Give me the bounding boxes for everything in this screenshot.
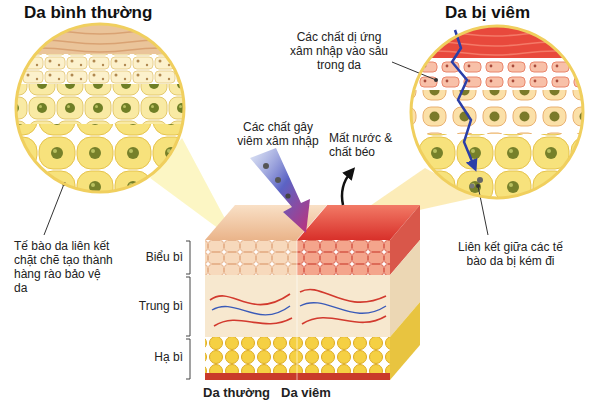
- irritant-arrow: [250, 148, 310, 233]
- cell-layer: [405, 90, 595, 134]
- caption-label: Da viêm: [281, 386, 331, 400]
- circle-outline: [411, 26, 583, 198]
- layer-bracket: [186, 241, 190, 379]
- callout-label: Các chất dị ứng xâm nhập vào sâu trong d…: [287, 30, 391, 72]
- zoom-circle: Da bình thường: [10, 0, 192, 196]
- circle-outline: [10, 0, 192, 196]
- layer-label: Hạ bì: [154, 350, 183, 364]
- leader-line: [478, 186, 488, 235]
- leader-line: [44, 184, 64, 235]
- layer-label: Trung bì: [139, 299, 183, 313]
- leader-dot: [434, 78, 438, 82]
- irritant-particle: [285, 193, 290, 198]
- allergen-particle: [470, 184, 475, 189]
- allergen-particle: [477, 177, 483, 183]
- callout-label: Tế bào da liên kết chặt chẽ tạo thành hà…: [14, 239, 114, 295]
- allergen-path: [452, 30, 474, 166]
- caption-label: Da thường: [203, 386, 270, 400]
- blood-vessel: [210, 289, 386, 326]
- leader-dot: [476, 184, 480, 188]
- irritant-particle: [263, 163, 269, 169]
- circle-outline: [404, 0, 594, 202]
- block-side: [390, 302, 420, 380]
- irritant-particle: [275, 177, 281, 183]
- callout-label: Liên kết giữa các tế bào da bị kém đi: [448, 240, 573, 268]
- callout-label: Các chất gây viêm xâm nhập: [234, 120, 322, 148]
- epidermis-inflamed: [297, 240, 390, 275]
- split-line: [297, 240, 298, 380]
- skin-texture: [10, 30, 190, 52]
- layer-label: Biểu bì: [146, 250, 183, 264]
- cell-layer: [10, 54, 200, 84]
- epidermis: [205, 240, 297, 275]
- cell-layer: [10, 84, 200, 124]
- circle-outline: [16, 24, 184, 192]
- zoom-heading: Da bị viêm: [445, 3, 530, 23]
- leader-line: [392, 62, 436, 80]
- cell-layer: [10, 124, 200, 196]
- blood-vessel: [212, 303, 386, 315]
- zoom-heading: Da bình thường: [24, 3, 152, 23]
- callout-label: Mất nước & chất béo: [329, 131, 401, 159]
- water-loss-arrow: [342, 172, 351, 205]
- zoom-circle: Da bị viêm: [404, 0, 594, 202]
